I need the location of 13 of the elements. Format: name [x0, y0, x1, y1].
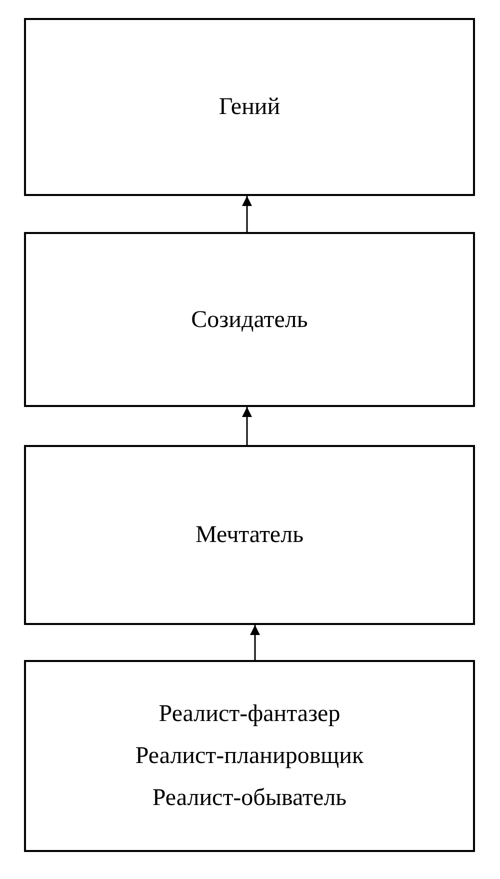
level-box: [24, 18, 475, 196]
level-label: Реалист-планировщик: [135, 742, 364, 771]
level-label: Гений: [218, 93, 280, 122]
level-label: Реалист-обыватель: [152, 784, 347, 813]
level-box: [24, 660, 475, 852]
arrow: [242, 196, 252, 232]
level-box: [24, 445, 475, 625]
level-box: [24, 232, 475, 407]
arrow: [250, 625, 260, 660]
level-label: Реалист-фантазер: [158, 700, 340, 729]
level-label: Созидатель: [191, 306, 308, 334]
arrow: [242, 407, 252, 445]
level-label: Мечтатель: [195, 521, 304, 550]
